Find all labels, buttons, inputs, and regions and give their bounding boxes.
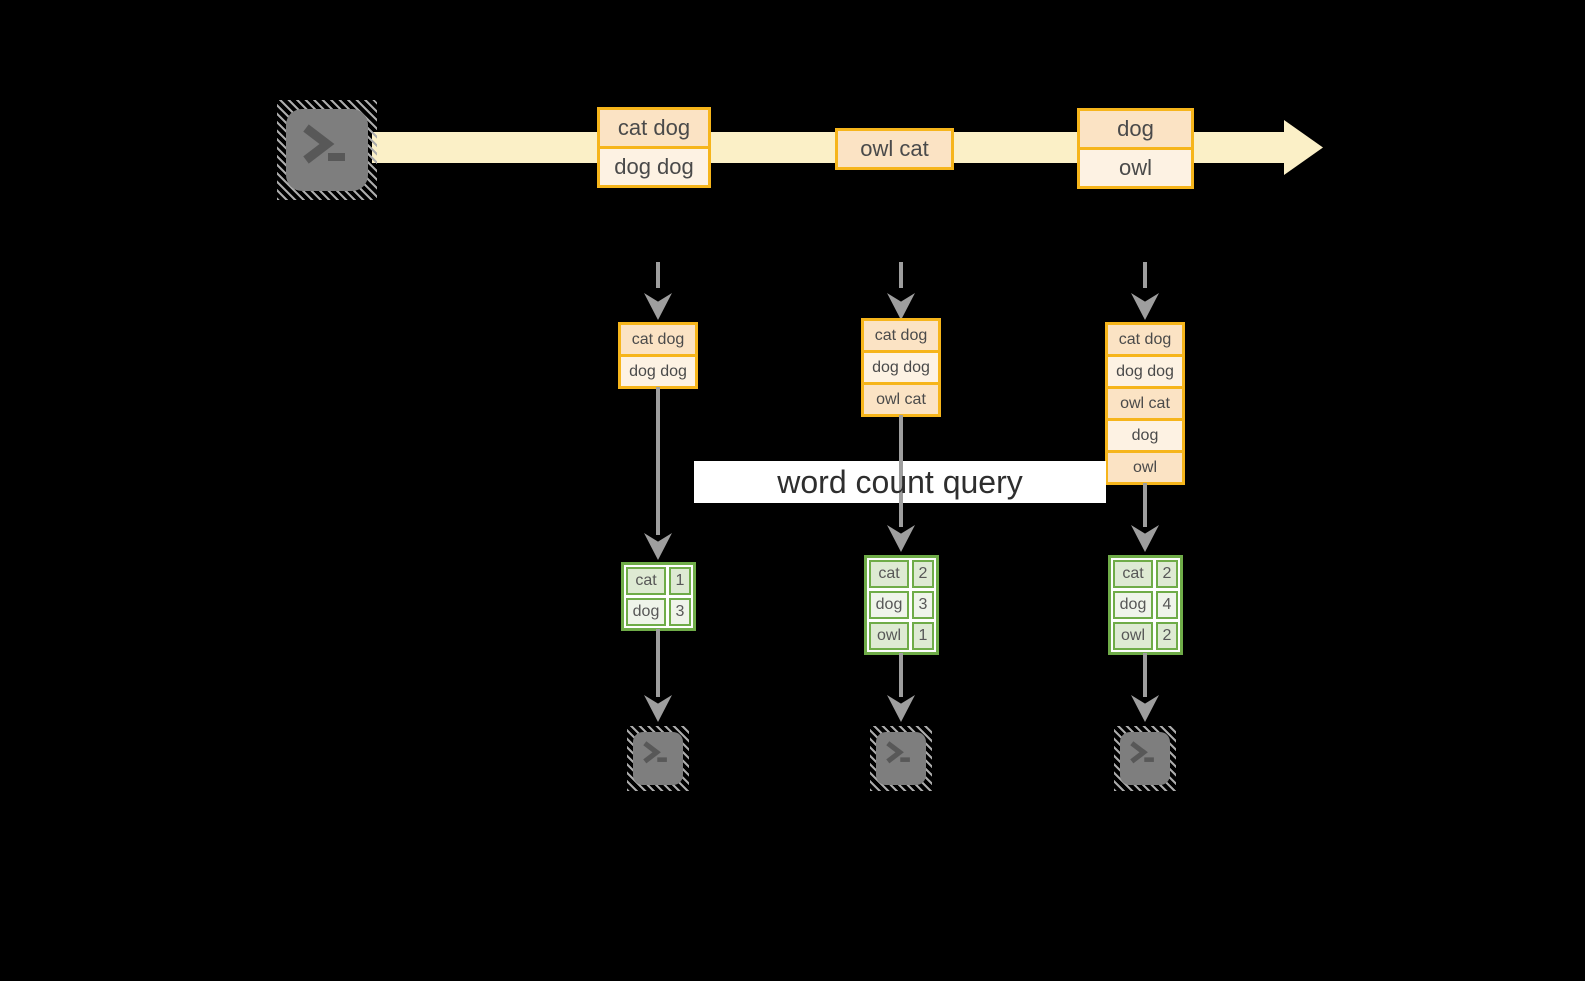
batch-arrow-head: [644, 293, 672, 320]
terminal-prompt-icon: [1130, 741, 1154, 764]
sink-arrow-head: [644, 695, 672, 722]
sink-arrow-line: [1143, 653, 1147, 697]
event-line: owl: [1080, 147, 1191, 186]
terminal-prompt-icon: [303, 124, 345, 164]
batch-line: cat dog: [621, 325, 695, 354]
batch-arrow-head: [1131, 293, 1159, 320]
terminal-screen: [286, 109, 368, 191]
sink-arrow-head: [887, 695, 915, 722]
batch-arrow-dash: [656, 262, 660, 288]
batch-line: dog dog: [1108, 354, 1182, 386]
sink-arrow-line: [899, 653, 903, 697]
batch-line: dog dog: [621, 354, 695, 386]
batch-line: owl cat: [1108, 386, 1182, 418]
batch-line: dog dog: [864, 350, 938, 382]
terminal-screen: [1120, 732, 1170, 785]
word-cell: owl: [1113, 622, 1153, 650]
event-line: dog: [1080, 111, 1191, 147]
terminal-prompt-icon: [886, 741, 910, 764]
batch-line: cat dog: [1108, 325, 1182, 354]
word-cell: dog: [1113, 591, 1153, 619]
stream-arrow-head: [1284, 120, 1323, 175]
word-cell: dog: [626, 598, 666, 626]
count-cell: 2: [1156, 560, 1178, 588]
word-count-table: cat 2 dog 3 owl 1: [864, 555, 939, 655]
sink-terminal-icon: [870, 726, 932, 791]
sink-terminal-icon: [1114, 726, 1176, 791]
query-arrow-line: [1143, 483, 1147, 527]
query-arrow-line: [656, 387, 660, 535]
count-cell: 2: [1156, 622, 1178, 650]
micro-batch-box: cat dog dog dog: [618, 322, 698, 389]
query-arrow-head: [1131, 525, 1159, 552]
count-cell: 2: [912, 560, 934, 588]
sink-arrow-line: [656, 629, 660, 697]
word-cell: cat: [1113, 560, 1153, 588]
batch-line: cat dog: [864, 321, 938, 350]
query-arrow-head: [644, 533, 672, 560]
event-line: dog dog: [600, 146, 708, 185]
micro-batch-box: cat dog dog dog owl cat dog owl: [1105, 322, 1185, 485]
batch-arrow-head: [887, 293, 915, 320]
batch-arrow-dash: [1143, 262, 1147, 288]
count-cell: 3: [669, 598, 691, 626]
batch-line: owl: [1108, 450, 1182, 482]
count-cell: 1: [912, 622, 934, 650]
sink-terminal-icon: [627, 726, 689, 791]
batch-line: dog: [1108, 418, 1182, 450]
source-terminal-icon: [277, 100, 377, 200]
terminal-screen: [876, 732, 926, 785]
count-cell: 4: [1156, 591, 1178, 619]
sink-arrow-head: [1131, 695, 1159, 722]
query-label: word count query: [777, 463, 1023, 500]
word-cell: dog: [869, 591, 909, 619]
count-cell: 1: [669, 567, 691, 595]
batch-line: owl cat: [864, 382, 938, 414]
terminal-screen: [633, 732, 683, 785]
batch-arrow-dash: [899, 262, 903, 288]
micro-batch-box: cat dog dog dog owl cat: [861, 318, 941, 417]
word-count-table: cat 2 dog 4 owl 2: [1108, 555, 1183, 655]
query-arrow-head: [887, 525, 915, 552]
word-cell: cat: [869, 560, 909, 588]
terminal-prompt-icon: [643, 741, 667, 764]
word-cell: cat: [626, 567, 666, 595]
word-cell: owl: [869, 622, 909, 650]
word-count-table: cat 1 dog 3: [621, 562, 696, 631]
stream-event-box: cat dog dog dog: [597, 107, 711, 188]
query-arrow-line: [899, 415, 903, 527]
event-line: cat dog: [600, 110, 708, 146]
count-cell: 3: [912, 591, 934, 619]
event-line: owl cat: [838, 131, 951, 167]
stream-event-box: owl cat: [835, 128, 954, 170]
stream-event-box: dog owl: [1077, 108, 1194, 189]
